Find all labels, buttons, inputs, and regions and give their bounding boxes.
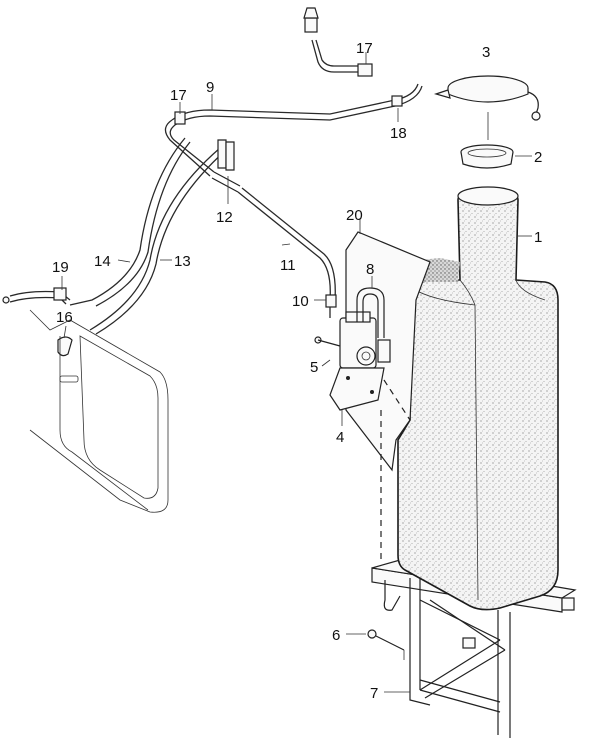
- callout-2: 2: [534, 149, 542, 166]
- callout-8: 8: [366, 261, 374, 278]
- callout-17-top: 17: [356, 40, 373, 57]
- filler-cap: [433, 75, 541, 121]
- windscreen-outline: [29, 309, 169, 513]
- hoses-13-14: [2, 137, 227, 357]
- callout-1: 1: [534, 229, 542, 246]
- callout-14: 14: [94, 253, 111, 270]
- callout-20: 20: [346, 207, 363, 224]
- leader-lines: [61, 52, 532, 693]
- callout-7: 7: [370, 685, 378, 702]
- hose-top-nozzle: [174, 7, 403, 125]
- callout-18: 18: [390, 125, 407, 142]
- tee-connector-12: [211, 139, 241, 193]
- hose-11: [237, 187, 337, 318]
- pump-hose: [356, 287, 385, 338]
- callout-16: 16: [56, 309, 73, 326]
- screw-5: [314, 336, 341, 347]
- washer-pump: [329, 311, 391, 411]
- callout-11: 11: [280, 257, 296, 274]
- callout-3: 3: [482, 44, 490, 61]
- callout-labels: 1 2 3 4 5 6 7 8 9 10 11 12 13 14 16 17 1…: [52, 40, 542, 702]
- callout-6: 6: [332, 627, 340, 644]
- screw-6: [367, 629, 405, 660]
- callout-17-left: 17: [170, 87, 187, 104]
- callout-10: 10: [292, 293, 309, 310]
- callout-19: 19: [52, 259, 69, 276]
- washer-fluid-tank: [397, 186, 559, 611]
- callout-13: 13: [174, 253, 191, 270]
- alignment-line-2: [383, 379, 411, 421]
- callout-9: 9: [206, 79, 214, 96]
- callout-4: 4: [336, 429, 344, 446]
- callout-12: 12: [216, 209, 233, 226]
- callout-5: 5: [310, 359, 318, 376]
- strainer-ring: [460, 144, 514, 169]
